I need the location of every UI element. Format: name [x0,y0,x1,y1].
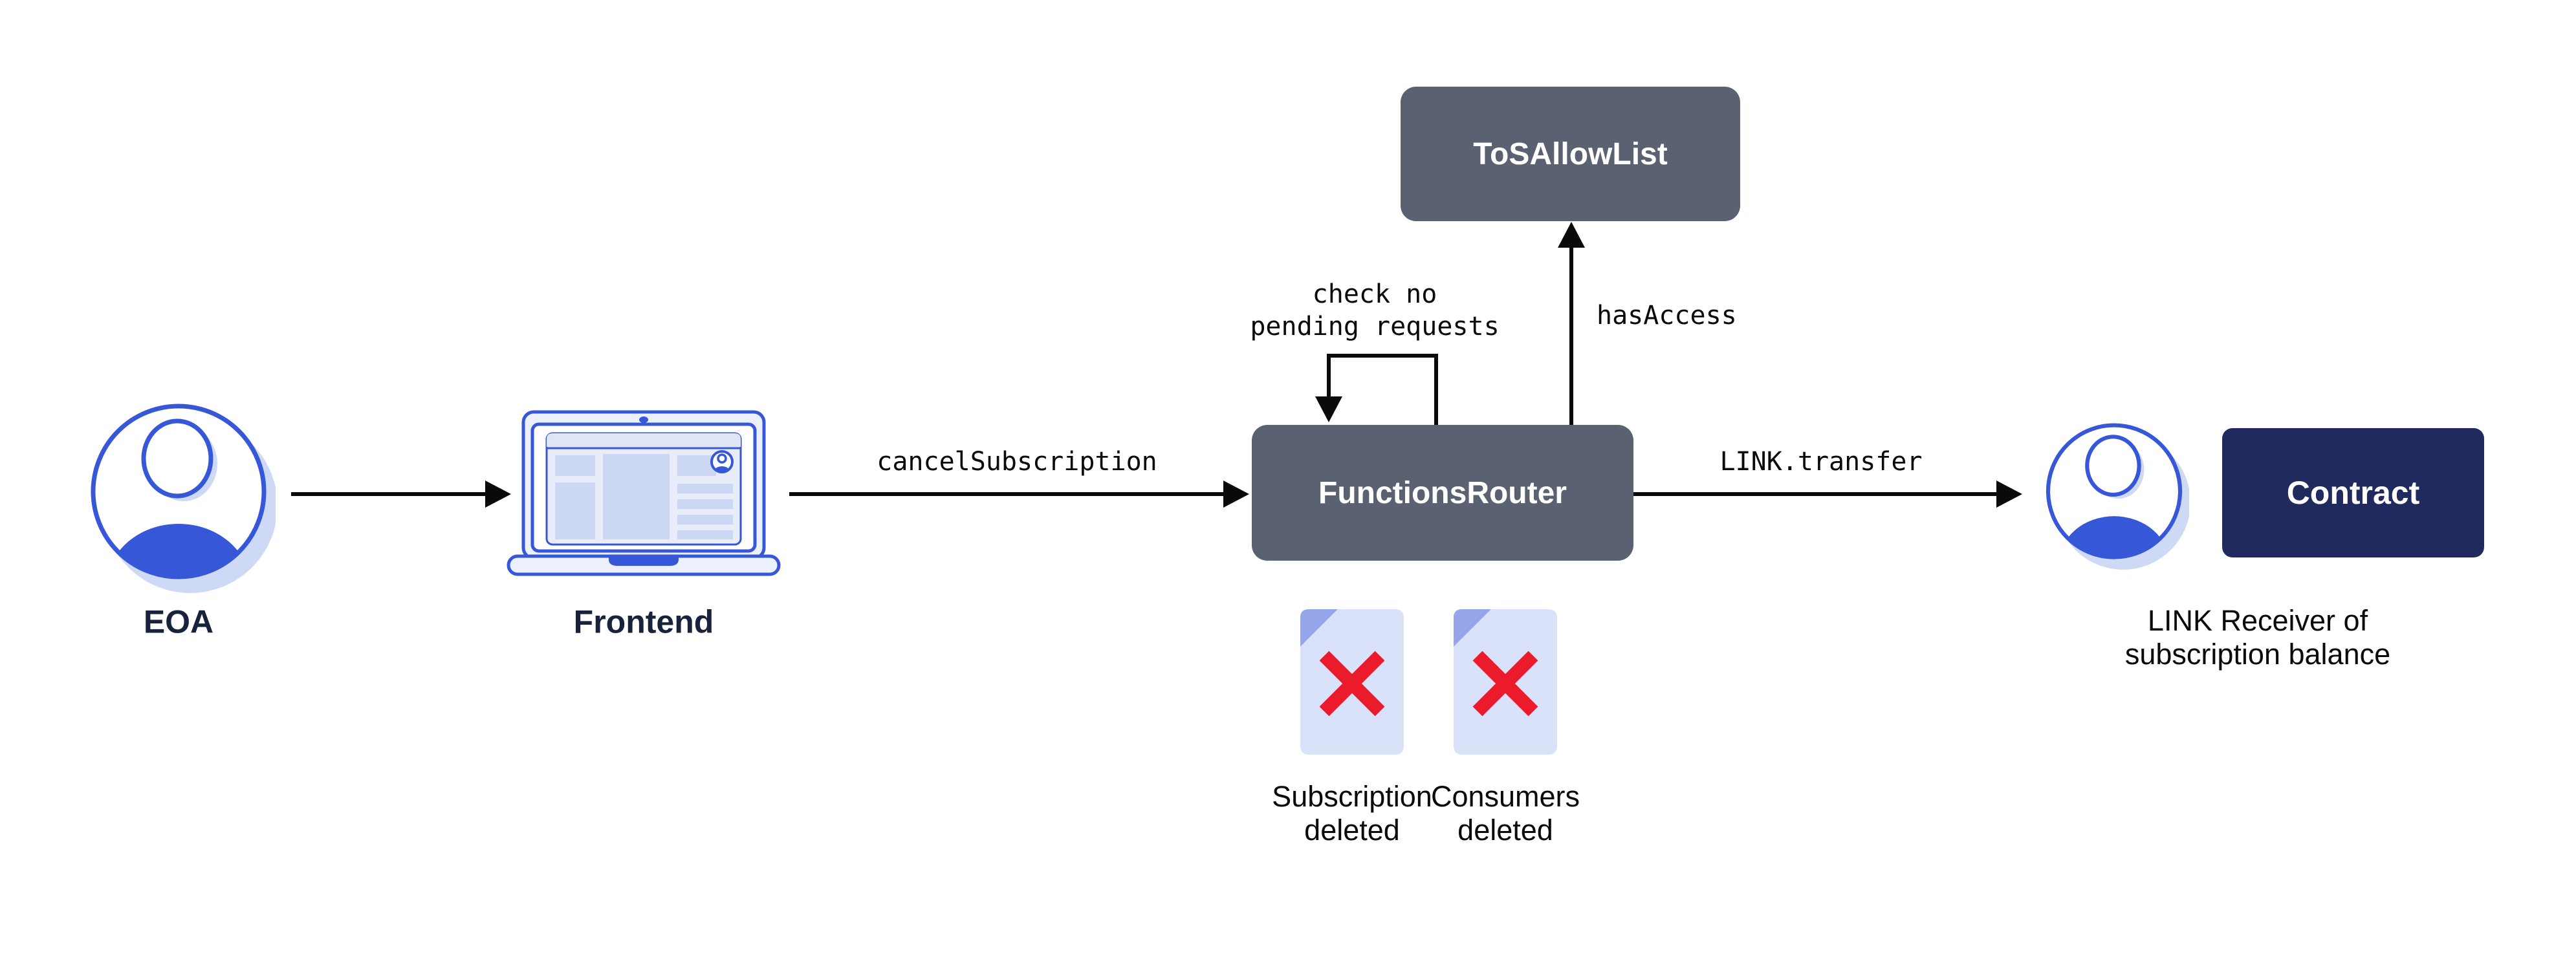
functions-router-node: FunctionsRouter [1252,425,1633,561]
subscription-deleted-caption: Subscription deleted [1272,780,1432,847]
link-receiver-caption: LINK Receiver of subscription balance [2125,604,2390,671]
edge-label-check-line2: pending requests [1250,312,1500,341]
functions-router-node-label: FunctionsRouter [1318,475,1567,510]
consumers-deleted-caption-line1: Consumers [1430,780,1580,813]
consumers-deleted-caption: Consumers deleted [1431,780,1580,847]
contract-node-label: Contract [2286,475,2420,511]
eoa-node-label: EOA [143,603,214,640]
consumers-deleted-document-icon [1454,609,1557,755]
link-receiver-caption-line2: subscription balance [2124,638,2391,671]
edge-label-check-no-pending-requests: check no pending requests [1250,278,1499,343]
tos-allow-list-node: ToSAllowList [1401,87,1740,221]
subscription-deleted-document-icon [1300,609,1404,755]
edge-label-cancel-subscription: cancelSubscription [877,447,1157,477]
consumers-deleted-caption-line2: deleted [1457,814,1553,847]
subscription-deleted-caption-line1: Subscription [1272,780,1432,813]
arrow-router-self-loop [1315,354,1438,426]
contract-node: Contract [2222,428,2484,557]
browser-user-icon [710,450,734,473]
red-x-icon [1319,651,1385,717]
link-receiver-user-icon [2046,423,2189,570]
frontend-laptop-icon [507,410,781,576]
red-x-icon [1472,651,1538,717]
link-receiver-caption-line1: LINK Receiver of [2147,604,2368,637]
arrow-eoa-to-frontend [291,481,511,508]
eoa-user-icon [91,404,276,593]
frontend-node-label: Frontend [573,603,714,640]
arrow-router-to-tos [1558,222,1585,425]
edge-label-has-access: hasAccess [1597,301,1737,330]
edge-label-check-line1: check no [1312,279,1437,309]
edge-label-link-transfer: LINK.transfer [1719,447,1923,477]
arrow-frontend-to-router [789,481,1249,508]
tos-allow-list-node-label: ToSAllowList [1473,136,1668,171]
arrow-router-to-receiver [1633,481,2022,508]
subscription-deleted-caption-line2: deleted [1304,814,1400,847]
